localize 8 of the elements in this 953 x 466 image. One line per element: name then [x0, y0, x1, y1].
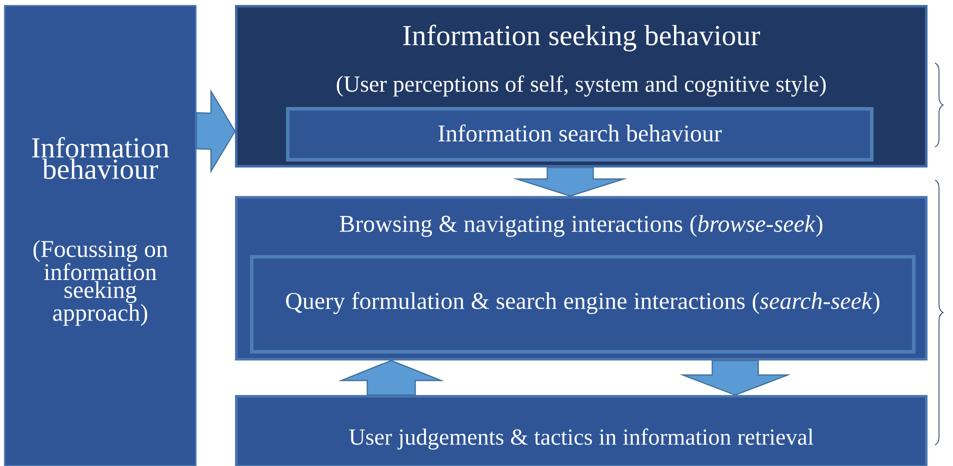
process-box: Query formulation & search engine interactions (search-seek)	[250, 255, 916, 354]
block-arrow	[512, 166, 628, 197]
block-arrow	[338, 360, 444, 396]
block-arrow	[196, 89, 236, 174]
process-box: Information behaviour (Focussing on information seeking approach)	[4, 5, 196, 466]
block-arrow	[680, 360, 792, 396]
process-box: Information search behaviour	[286, 107, 874, 162]
process-box: User judgements & tactics in information retrieval	[235, 395, 928, 466]
